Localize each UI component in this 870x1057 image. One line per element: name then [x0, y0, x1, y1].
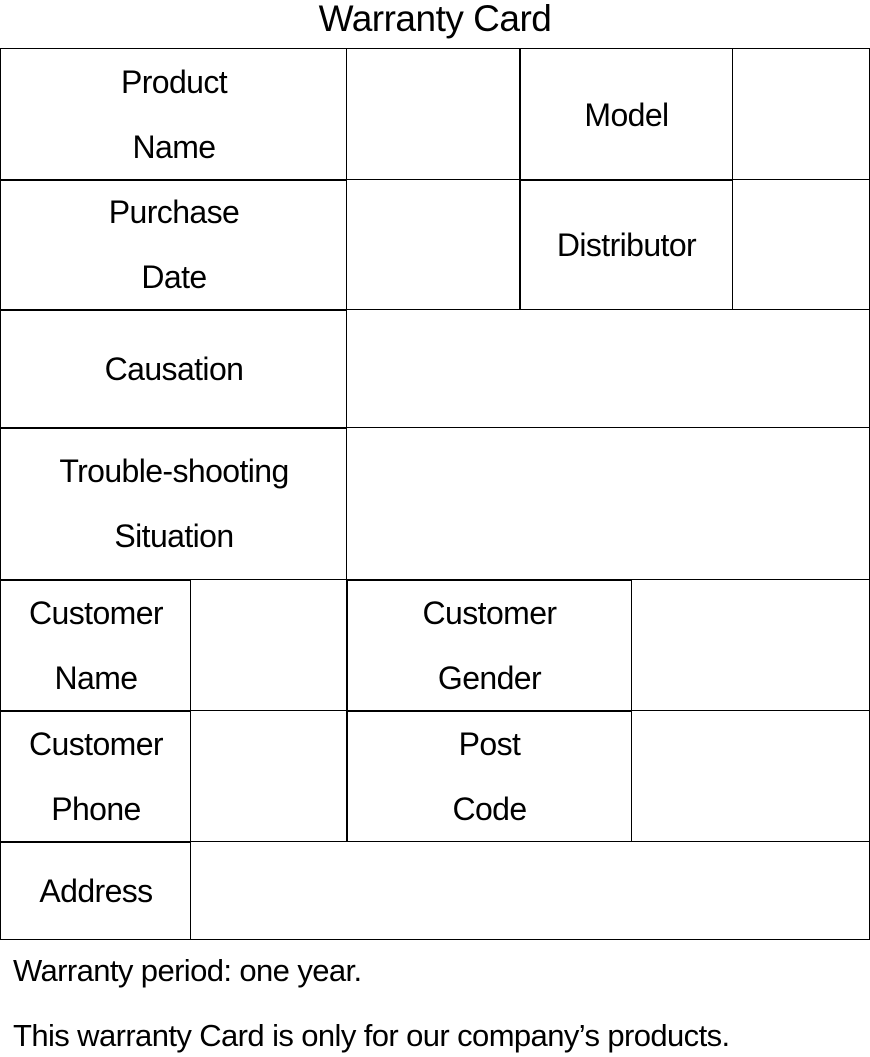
label-line: Distributor [556, 227, 697, 263]
label-line: Model [584, 96, 669, 133]
warranty-scope-note: This warranty Card is only for our compa… [13, 1018, 730, 1053]
purchase-date-label: Purchase Date [0, 179, 348, 311]
page-title: Warranty Card [318, 0, 552, 39]
label-line: Customer [29, 725, 164, 762]
customer-phone-field[interactable] [190, 710, 348, 843]
label-line: Trouble-shooting [59, 453, 289, 489]
label-line: Date [141, 259, 207, 295]
label-line: Purchase [108, 194, 240, 230]
label-line: Situation [114, 518, 234, 554]
address-field[interactable] [190, 841, 870, 940]
troubleshooting-label: Trouble-shooting Situation [0, 427, 348, 581]
label-line: Customer [422, 594, 558, 631]
model-field[interactable] [732, 48, 870, 181]
causation-field[interactable] [346, 309, 870, 429]
address-label: Address [0, 841, 192, 940]
label-line: Address [39, 872, 153, 909]
customer-phone-label: Customer Phone [0, 710, 192, 843]
post-code-label: Post Code [346, 710, 633, 843]
label-line: Customer [29, 594, 164, 631]
distributor-field[interactable] [732, 179, 870, 311]
label-line: Name [132, 128, 217, 165]
label-line: Name [54, 659, 139, 696]
label-line: Code [452, 790, 527, 827]
model-label: Model [519, 48, 734, 181]
label-line: Phone [51, 790, 141, 827]
purchase-date-field[interactable] [346, 179, 521, 311]
label-line: Post [458, 725, 521, 762]
label-line: Causation [104, 351, 244, 387]
customer-name-label: Customer Name [0, 579, 192, 712]
label-line: Product [120, 63, 228, 100]
post-code-field[interactable] [631, 710, 870, 843]
warranty-period-note: Warranty period: one year. [13, 953, 362, 988]
product-name-field[interactable] [346, 48, 521, 181]
customer-name-field[interactable] [190, 579, 348, 712]
label-line: Gender [437, 659, 542, 696]
troubleshooting-field[interactable] [346, 427, 870, 581]
product-name-label: Product Name [0, 48, 348, 181]
customer-gender-label: Customer Gender [346, 579, 633, 712]
causation-label: Causation [0, 309, 348, 429]
customer-gender-field[interactable] [631, 579, 870, 712]
distributor-label: Distributor [519, 179, 734, 311]
